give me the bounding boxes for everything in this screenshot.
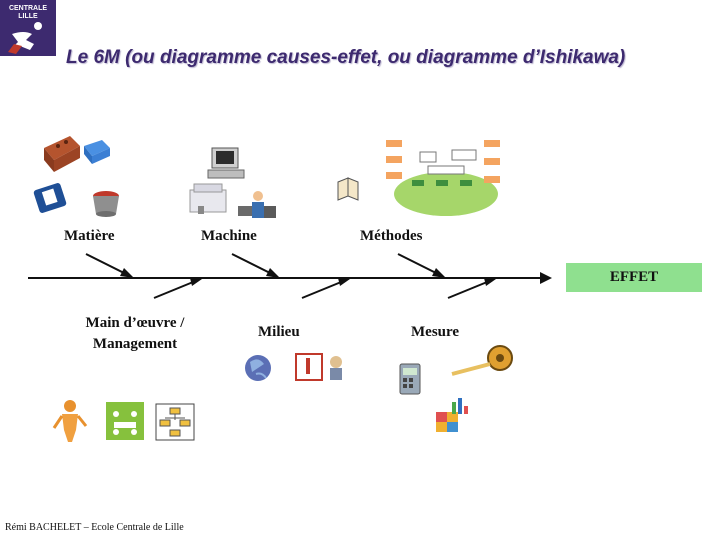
footer-credit: Rémi BACHELET – Ecole Centrale de Lille: [5, 522, 184, 533]
open-book-icon: [337, 177, 359, 201]
bricks-icon: [44, 136, 80, 172]
bone-mesure: [447, 279, 493, 299]
bone-main-oeuvre: [153, 279, 199, 299]
technician-icon: [238, 191, 276, 218]
plastic-crate-icon: [84, 140, 110, 164]
spine-arrowhead: [540, 272, 552, 284]
bone-milieu: [301, 279, 347, 299]
person-icon: [52, 400, 88, 442]
org-chart-icon: [155, 403, 195, 441]
cause-matiere: Matière: [64, 228, 115, 244]
cause-main-oeuvre: Main d’œuvre / Management: [85, 315, 185, 352]
paint-bucket-icon: [93, 191, 119, 217]
water-bottle-icon: [33, 183, 67, 213]
thermometer-icon: [295, 353, 342, 381]
logo-text: CENTRALE LILLE: [8, 5, 48, 20]
cause-mesure: Mesure: [411, 324, 460, 340]
sewing-machine-icon: [189, 183, 227, 214]
cause-machine: Machine: [201, 228, 257, 244]
cause-milieu: Milieu: [258, 324, 300, 340]
centrale-lille-logo: CENTRALE LILLE: [0, 0, 56, 56]
calculator-icon: [399, 363, 421, 395]
cause-methodes: Méthodes: [360, 228, 423, 244]
effect-box: EFFET: [566, 263, 702, 292]
logo-figure-icon: [8, 22, 42, 54]
cube-chart-icon: [436, 398, 468, 432]
flowchart-icon: [386, 140, 500, 216]
globe-icon: [245, 355, 271, 381]
computer-icon: [207, 147, 245, 179]
tape-measure-icon: [451, 345, 513, 376]
meeting-icon: [106, 402, 144, 440]
page-title: Le 6M (ou diagramme causes-effet, ou dia…: [66, 47, 626, 68]
